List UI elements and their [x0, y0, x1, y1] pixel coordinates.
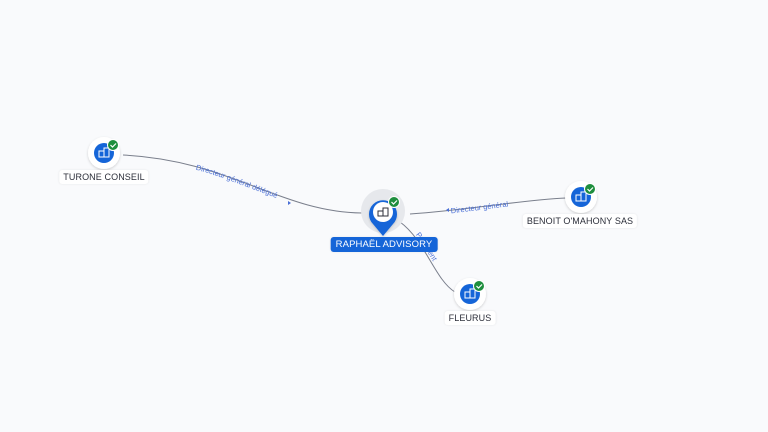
- building-icon: [575, 191, 587, 202]
- building-icon: [377, 207, 389, 217]
- verified-check-icon: [473, 280, 485, 292]
- edge-label-benoit: Directeur général: [450, 199, 509, 215]
- node-benoit[interactable]: [565, 181, 597, 213]
- verified-check-icon: [388, 196, 400, 208]
- node-label-turone[interactable]: TURONE CONSEIL: [59, 170, 149, 184]
- verified-check-icon: [107, 139, 119, 151]
- edge-turone-center[interactable]: Directeur général délégué: [122, 154, 363, 214]
- edge-label-turone: Directeur général délégué: [195, 163, 279, 200]
- node-label-center[interactable]: RAPHAËL ADVISORY: [330, 237, 438, 252]
- building-icon: [98, 147, 110, 158]
- svg-text:Directeur général: Directeur général: [450, 199, 509, 215]
- verified-check-icon: [584, 183, 596, 195]
- node-center[interactable]: [361, 189, 405, 236]
- node-label-fleurus[interactable]: FLEURUS: [444, 311, 496, 325]
- node-turone[interactable]: [88, 137, 120, 169]
- node-label-benoit[interactable]: BENOIT O'MAHONY SAS: [522, 214, 638, 228]
- edge-benoit-center[interactable]: Directeur général: [409, 197, 567, 215]
- svg-text:Directeur général délégué: Directeur général délégué: [195, 163, 279, 200]
- node-fleurus[interactable]: [454, 278, 486, 310]
- arrow-right-icon: [288, 201, 291, 205]
- edge-fleurus-center[interactable]: Président: [399, 221, 456, 293]
- arrow-left-icon: [446, 208, 449, 212]
- building-icon: [464, 288, 476, 299]
